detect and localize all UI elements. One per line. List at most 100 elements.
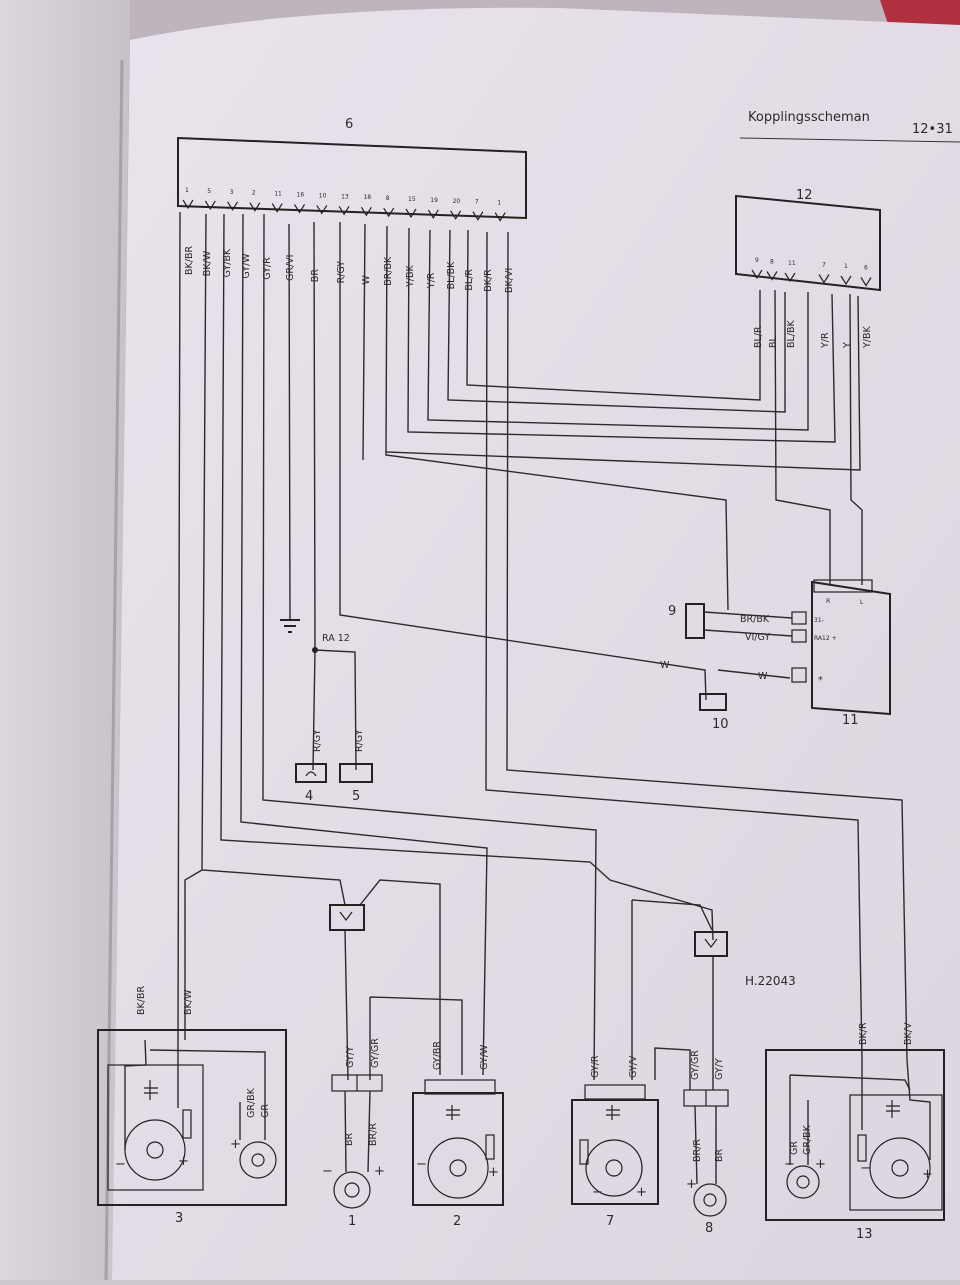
svg-text:+: + bbox=[374, 1164, 385, 1179]
splice-label-ra12: RA 12 bbox=[322, 633, 350, 644]
component-10: 10 W W bbox=[660, 660, 768, 732]
wiring-harness bbox=[177, 211, 908, 1090]
svg-text:BK/V: BK/V bbox=[903, 1022, 914, 1045]
connector-12-wire-label: Y/BK bbox=[862, 325, 873, 349]
component-9: 9 BR/BK VI/GY bbox=[668, 603, 793, 643]
svg-text:VI/GY: VI/GY bbox=[745, 632, 770, 643]
svg-text:+: + bbox=[178, 1154, 189, 1169]
svg-text:GY/BR: GY/BR bbox=[432, 1041, 443, 1070]
connector-6-pin bbox=[450, 210, 462, 220]
svg-text:−: − bbox=[784, 1157, 795, 1172]
connector-12-wire-label: Y bbox=[842, 342, 853, 349]
component-3-speaker: 3 BK/BR BK/W GR/BK GR − + + bbox=[97, 986, 287, 1226]
connector-6-wire-label: R/GY bbox=[336, 261, 347, 284]
connector-6-wire-label: GY/BK bbox=[222, 248, 233, 277]
connector-12-pin-number: 6 bbox=[864, 265, 868, 272]
connector-12-wire-label: BL/BK bbox=[786, 319, 797, 348]
connector-12-pin bbox=[751, 269, 763, 280]
component-4: 4 R/GY bbox=[295, 729, 327, 804]
svg-text:BR/R: BR/R bbox=[368, 1123, 379, 1146]
connector-6-pin-number: 2 bbox=[252, 190, 256, 197]
connector-6-wire-label: W bbox=[361, 275, 372, 285]
connector-6-pin-number: 10 bbox=[319, 192, 327, 199]
connector-6-wire-label: BK/R bbox=[483, 269, 494, 292]
page-gutter bbox=[104, 59, 124, 1281]
svg-text:−: − bbox=[860, 1161, 871, 1176]
svg-text:+: + bbox=[686, 1177, 697, 1192]
connector-6-wire-label: GY/R bbox=[262, 257, 273, 280]
connector-6-wire-label: BK/W bbox=[202, 250, 213, 276]
svg-text:8: 8 bbox=[705, 1221, 713, 1236]
connector-6-pin-number: 3 bbox=[230, 189, 234, 196]
connector-6-wire-label: GY/W bbox=[241, 253, 252, 279]
splice-dot-ra12 bbox=[312, 647, 318, 653]
connector-6-wire-label: GR/VI bbox=[285, 255, 296, 281]
splice-1-mark bbox=[339, 911, 353, 921]
svg-text:GY/Y: GY/Y bbox=[345, 1046, 356, 1068]
svg-text:GY/GR: GY/GR bbox=[690, 1050, 701, 1080]
connector-6-pin bbox=[360, 206, 372, 217]
component-1-tweeter: 1 GY/Y GY/GR BR BR/R − + bbox=[322, 1038, 385, 1229]
connector-12-pin-number: 9 bbox=[755, 257, 759, 264]
ground-symbol bbox=[280, 619, 300, 633]
svg-text:*: * bbox=[818, 675, 823, 686]
svg-text:W: W bbox=[660, 660, 670, 671]
svg-text:RA12 +: RA12 + bbox=[814, 635, 837, 642]
svg-text:10: 10 bbox=[712, 717, 729, 732]
svg-text:6: 6 bbox=[345, 117, 353, 132]
connector-6-pin bbox=[494, 212, 506, 222]
connector-6-pin bbox=[383, 207, 395, 218]
connector-6-pin bbox=[472, 211, 484, 221]
connector-6-wire-label: BK/VI bbox=[504, 268, 515, 293]
connector-6-pin bbox=[182, 199, 194, 210]
connector-12-pin bbox=[818, 274, 830, 284]
svg-text:BK/W: BK/W bbox=[183, 989, 194, 1015]
svg-text:W: W bbox=[758, 671, 768, 682]
connector-6-pin-number: 1 bbox=[185, 187, 189, 194]
header-title: Kopplingsscheman bbox=[748, 110, 870, 125]
svg-text:R/GY: R/GY bbox=[354, 729, 365, 752]
svg-text:BR/R: BR/R bbox=[692, 1139, 703, 1162]
connector-6-pin-number: 19 bbox=[430, 197, 438, 204]
svg-text:7: 7 bbox=[606, 1214, 614, 1229]
connector-6-pin-number: 13 bbox=[341, 193, 349, 200]
svg-text:GY/R: GY/R bbox=[590, 1055, 601, 1078]
svg-text:GY/Y: GY/Y bbox=[714, 1058, 725, 1080]
connector-6-pin-number: 7 bbox=[475, 199, 479, 206]
connector-6-pin bbox=[271, 203, 283, 213]
left-page bbox=[0, 0, 130, 1280]
svg-text:GR/BK: GR/BK bbox=[246, 1087, 257, 1118]
connector-6-pin-number: 5 bbox=[207, 188, 211, 195]
svg-text:11: 11 bbox=[842, 713, 859, 728]
connector-6-wire-label: Y/R bbox=[426, 272, 437, 289]
connector-12-wire-label: Y/R bbox=[820, 332, 831, 349]
connector-6-wire-label: BL/R bbox=[464, 269, 475, 291]
svg-text:BK/R: BK/R bbox=[858, 1022, 869, 1045]
svg-text:BR: BR bbox=[344, 1132, 355, 1146]
svg-text:+: + bbox=[636, 1185, 647, 1200]
connector-6-wire-label: BK/BR bbox=[184, 246, 195, 275]
component-5: 5 R/GY bbox=[339, 729, 373, 804]
svg-text:+: + bbox=[488, 1165, 499, 1180]
component-7-speaker: 7 GY/R GY/V − + bbox=[571, 1055, 659, 1229]
connector-6-pin bbox=[227, 201, 239, 211]
connector-6-wire-label: BR bbox=[310, 269, 321, 283]
connector-12-pin-number: 1 bbox=[844, 263, 848, 270]
figure-code: H.22043 bbox=[745, 974, 796, 988]
svg-text:BR: BR bbox=[714, 1148, 725, 1162]
connector-6-pin bbox=[293, 204, 306, 214]
connector-12-pin-number: 8 bbox=[770, 259, 774, 266]
connector-6-wire-label: Y/BK bbox=[405, 264, 416, 288]
svg-text:GY/W: GY/W bbox=[479, 1044, 490, 1070]
connector-6-pin bbox=[316, 205, 328, 215]
svg-text:+: + bbox=[922, 1167, 933, 1182]
connector-12-pin-number: 11 bbox=[788, 260, 796, 267]
svg-text:5: 5 bbox=[352, 789, 360, 804]
connector-12-pin bbox=[840, 275, 852, 286]
connector-6-pin-number: 20 bbox=[453, 198, 461, 205]
